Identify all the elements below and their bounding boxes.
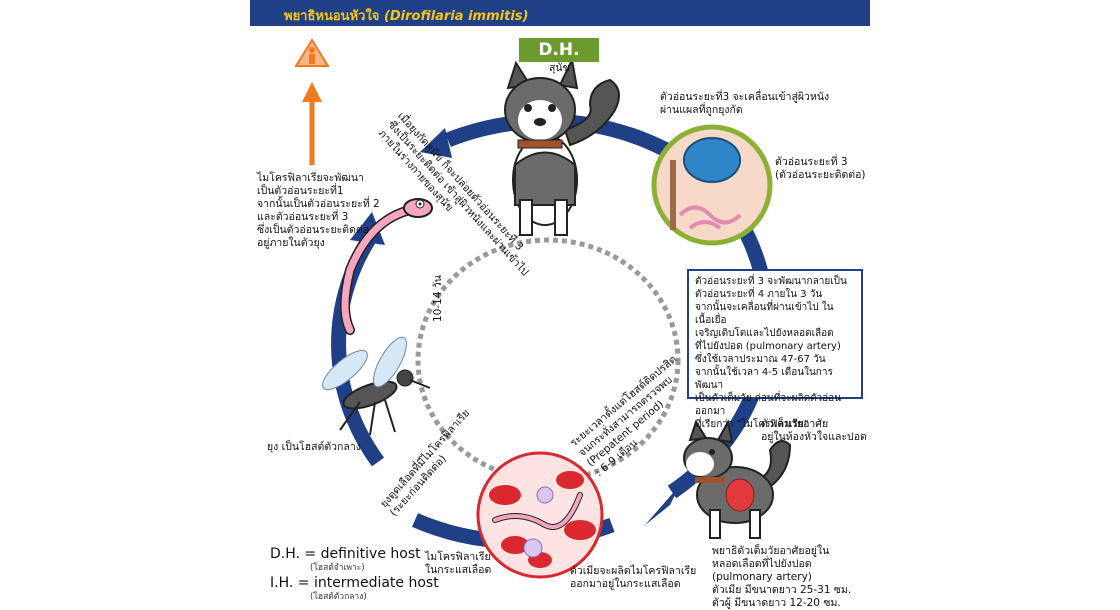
worm-illustration <box>340 198 433 335</box>
dh-badge: D.H. <box>519 38 599 62</box>
days-text: 10-14 วัน <box>432 275 444 322</box>
dog-top-illustration <box>504 56 620 236</box>
dog-bottom-illustration <box>683 419 792 539</box>
scientific-name: (Dirofilaria immitis) <box>383 9 529 24</box>
adult-description-text: พยาธิตัวเต็มวัยอาศัยอยู่ใน หลอดเลือดที่ไ… <box>712 545 852 609</box>
development-info-text: ตัวอ่อนระยะที่ 3 จะพัฒนากลายเป็น ตัวอ่อน… <box>695 276 847 430</box>
orange-arrow-head <box>302 82 322 102</box>
stage3-label: ตัวอ่อนระยะที่ 3 (ตัวอ่อนระยะติดต่อ) <box>775 156 866 181</box>
legend-dh: D.H. = definitive host <box>270 546 421 562</box>
arrow-head-top <box>420 128 452 158</box>
inner-dashed-ring <box>415 237 681 483</box>
mosquito-label: ยุง เป็นโฮสต์ตัวกลาง <box>267 441 361 453</box>
title-bar: พยาธิหนอนหัวใจ (Dirofilaria immitis) <box>250 0 870 26</box>
legend: D.H. = definitive host (โฮสต์จำเพาะ) I.H… <box>270 546 439 603</box>
microfilaria-blood-text: ไมโครฟิลาเรีย ในกระแสเลือด <box>425 551 492 576</box>
mosquito-illustration <box>322 336 431 436</box>
female-produce-text: ตัวเมียจะผลิตไมโครฟิลาเรีย ออกมาอยู่ในกร… <box>570 565 697 590</box>
dog-label: สุนัข <box>549 62 570 74</box>
develop-text: ไมโครฟิลาเรียจะพัฒนา เป็นตัวอ่อนระยะที่1… <box>257 172 380 249</box>
blood-sample-circle <box>476 451 604 579</box>
legend-ih-sub: (โฮสต์ตัวกลาง) <box>310 592 367 602</box>
development-info-box: ตัวอ่อนระยะที่ 3 จะพัฒนากลายเป็น ตัวอ่อน… <box>687 269 863 430</box>
page-title: พยาธิหนอนหัวใจ (Dirofilaria immitis) <box>284 9 529 24</box>
arrow-head-bottom <box>645 485 680 525</box>
legend-dh-sub: (โฮสต์จำเพาะ) <box>310 563 365 573</box>
adult-habitat-text: ตัวเต็มวัยอาศัย อยู่ในห้องหัวใจและปอด <box>761 418 867 443</box>
arrow-head-left <box>350 212 385 245</box>
skin-cross-section <box>651 124 773 246</box>
stage3-enter-text: ตัวอ่อนระยะที่3 จะเคลื่อนเข้าสู่ผิวหนัง … <box>660 91 830 116</box>
legend-ih: I.H. = intermediate host <box>270 575 439 591</box>
